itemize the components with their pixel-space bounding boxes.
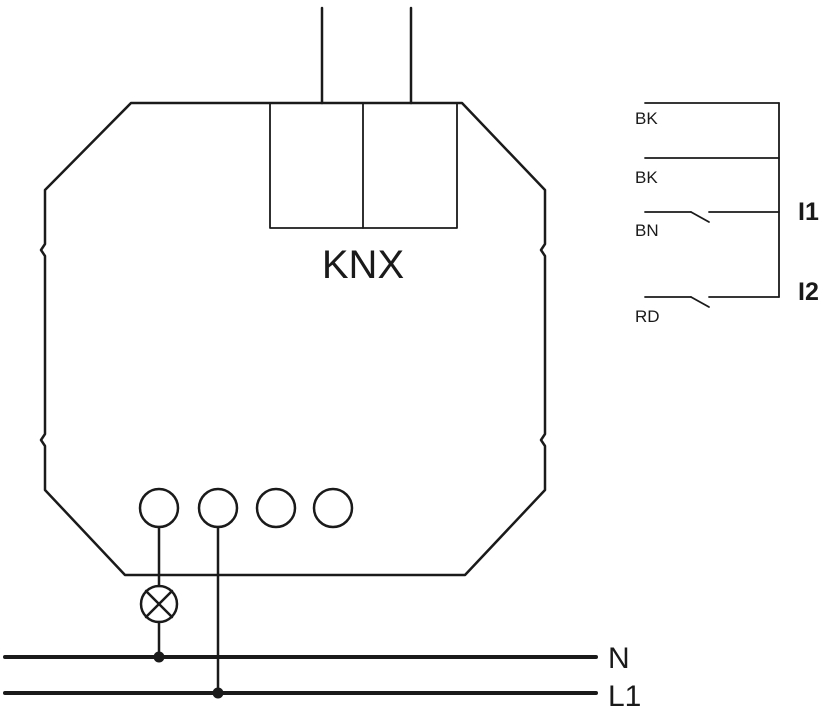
terminal-4 <box>312 487 354 529</box>
wire-label-rd: RD <box>635 307 660 326</box>
wire-label-bk-1: BK <box>635 109 658 128</box>
terminal-1 <box>138 487 180 529</box>
wire-label-bn: BN <box>635 221 659 240</box>
input-label-i1: I1 <box>798 198 819 226</box>
line-junction <box>212 687 224 699</box>
neutral-junction <box>153 651 165 663</box>
terminal-3 <box>255 487 297 529</box>
neutral-label: N <box>608 642 630 675</box>
device-housing <box>39 101 547 577</box>
contact-i1 <box>690 211 710 223</box>
wire-label-bk-2: BK <box>635 168 658 187</box>
terminal-2 <box>197 487 239 529</box>
input-label-i2: I2 <box>798 278 819 306</box>
knx-label: KNX <box>322 243 404 287</box>
line-label: L1 <box>608 680 641 713</box>
contact-i2 <box>690 296 710 308</box>
lamp-icon <box>139 584 179 624</box>
